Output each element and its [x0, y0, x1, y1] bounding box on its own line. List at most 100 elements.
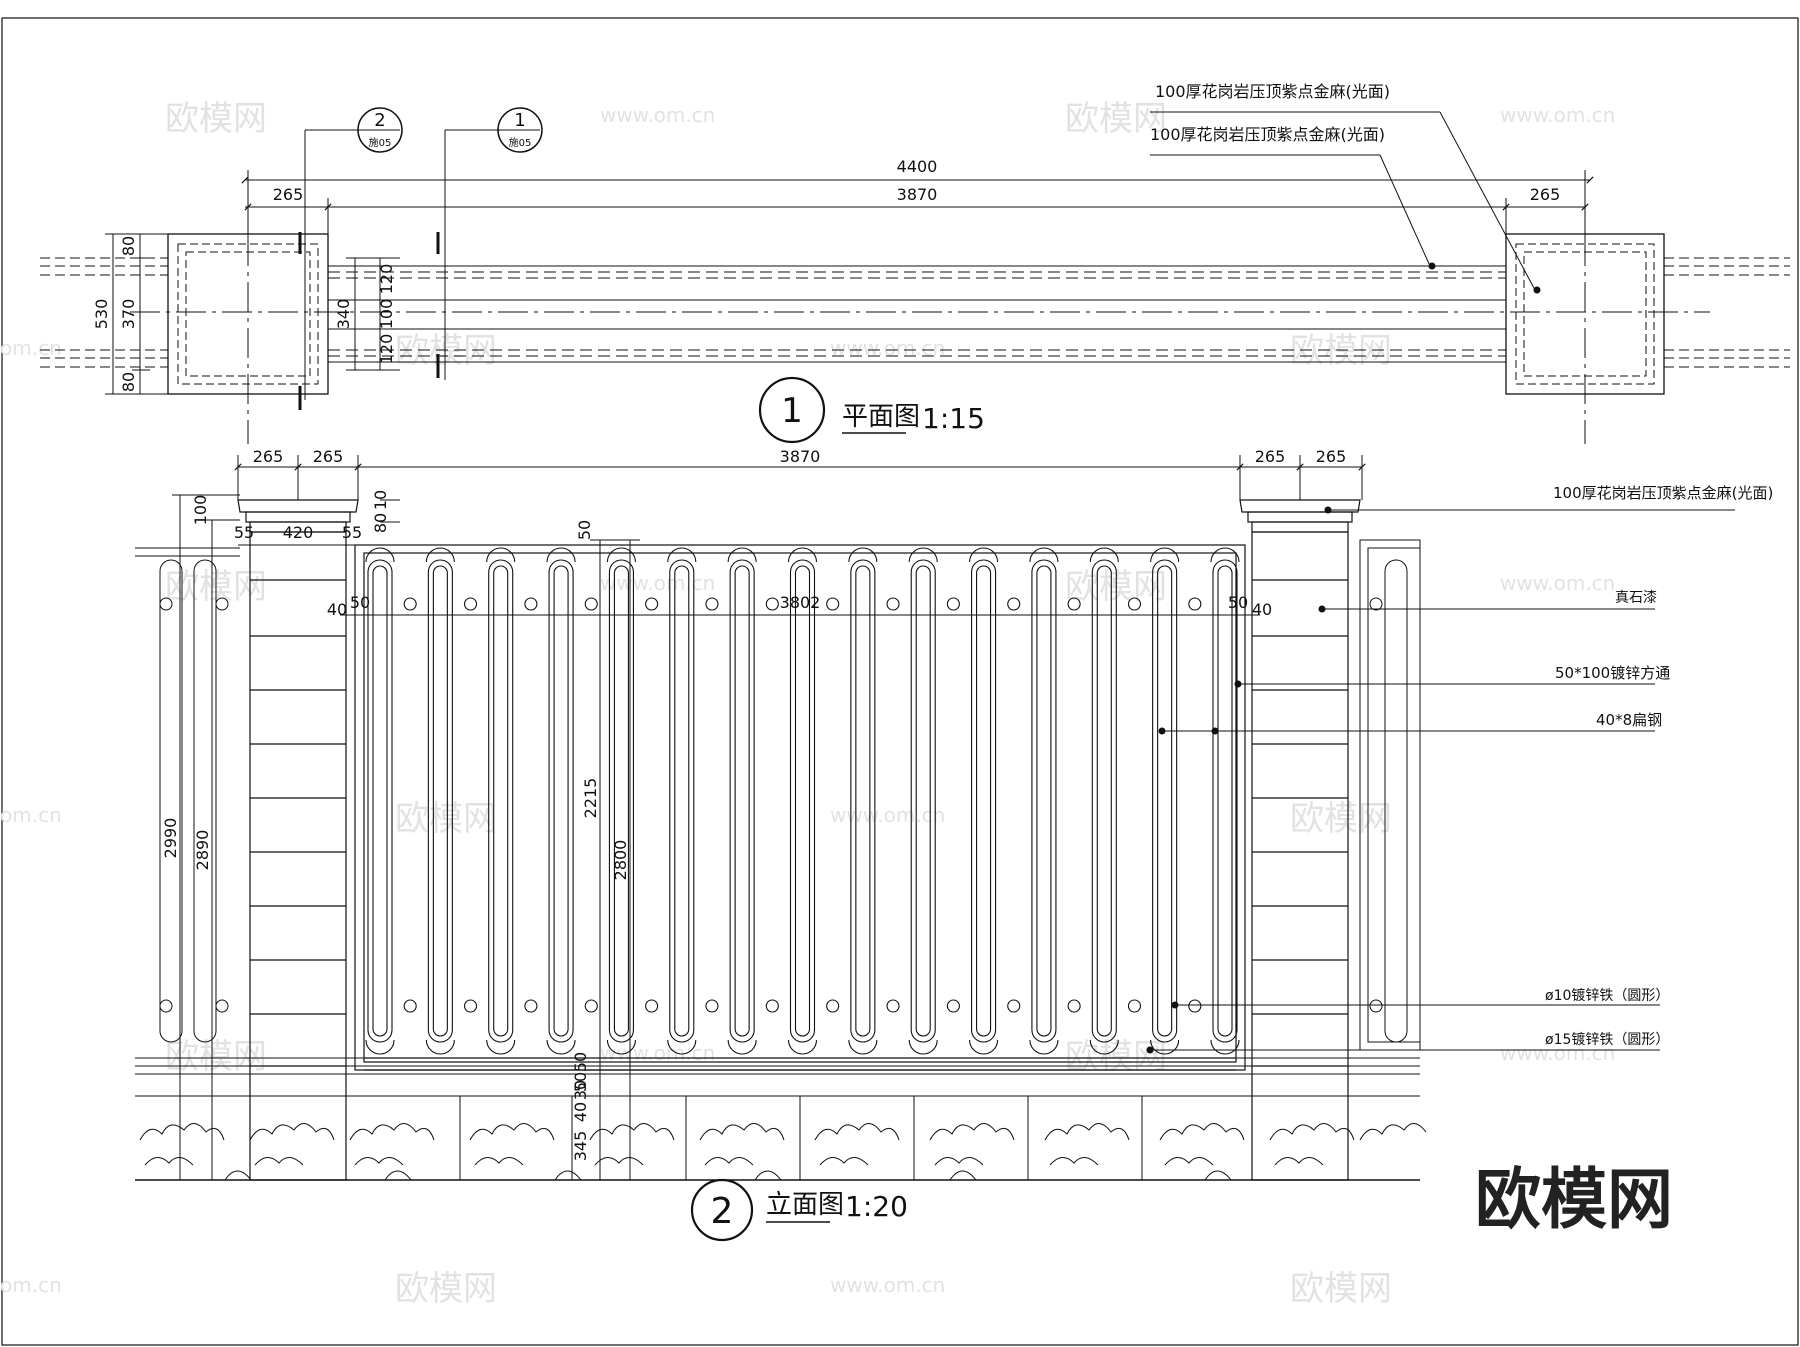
plan-dim-wall-mid: 100: [377, 299, 396, 330]
plan-dim-depth-total: 530: [92, 299, 111, 330]
fence-bar-inner: [674, 565, 690, 1037]
plan-dim-wall-bottom: 120: [377, 334, 396, 365]
fence-bar-bottom-arch: [969, 1039, 999, 1055]
watermark-layer: 欧模网 www.om.cn 欧模网 www.om.cn 欧模网 www.om.c…: [0, 99, 1615, 1309]
fence-ring-upper: [645, 597, 659, 611]
elev-note-ring-15: ø15镀锌铁（圆形）: [1545, 1031, 1669, 1048]
plan-note-1: 100厚花岗岩压顶紫点金麻(光面): [1155, 82, 1390, 101]
section-ref-sheet: 施05: [369, 136, 392, 149]
fence-bar-top-arch: [486, 547, 516, 563]
fence-bar: [367, 559, 393, 1043]
fence-ring-upper: [1007, 597, 1021, 611]
fence-ring-upper: [403, 597, 417, 611]
fence-bar-top-arch: [1210, 547, 1240, 563]
fence-ring-upper: [584, 597, 598, 611]
plan-view: [40, 107, 1790, 444]
fence-ring-lower: [524, 999, 538, 1013]
fence-bar-inner: [794, 565, 811, 1037]
fence-ring-upper: [765, 597, 779, 611]
fence-bar-bottom-arch: [1089, 1039, 1119, 1055]
elevation-dim-lines: [172, 455, 1362, 1181]
elev-dim: 50: [1228, 593, 1248, 612]
fence-bar-inner: [734, 565, 750, 1037]
elevation-fence-frame: [354, 544, 1246, 1071]
fence-ring-lower: [765, 999, 779, 1013]
elev-dim: 50: [575, 520, 594, 540]
elevation-shrubs: [139, 1123, 1427, 1181]
fence-ring-lower: [826, 999, 840, 1013]
fence-bar-bottom-arch: [1150, 1039, 1180, 1055]
elev-dim: 40: [571, 1102, 590, 1122]
fence-ring-lower: [1067, 999, 1081, 1013]
elevation-labels: 265 265 3870 265 265 420 55 55 100 80 10…: [161, 447, 1773, 1232]
plan-dim-wall-top: 120: [377, 264, 396, 295]
fence-bar: [548, 559, 574, 1043]
plan-note-2: 100厚花岗岩压顶紫点金麻(光面): [1150, 125, 1385, 144]
elev-dim: 265: [1255, 447, 1286, 466]
plan-title-badge: [758, 376, 826, 444]
watermark-brand: 欧模网: [1290, 1269, 1392, 1309]
elev-dim: 2800: [611, 840, 630, 881]
elev-dim: 40: [327, 600, 347, 619]
fence-bar-bottom-arch: [667, 1039, 697, 1055]
fence-ring-lower: [645, 999, 659, 1013]
elev-dim: 55: [234, 523, 254, 542]
elev-dim: 40: [1252, 600, 1272, 619]
elevation-left-pier: [237, 499, 359, 1181]
fence-bar-top-arch: [667, 547, 697, 563]
elev-dim: 50: [571, 1072, 590, 1092]
elev-dim: 30: [571, 1080, 590, 1100]
section-ref-number: 1: [514, 110, 525, 131]
plan-dim-lines: [105, 170, 1594, 395]
elev-dim: 2990: [161, 818, 180, 859]
fence-bar-inner: [1096, 565, 1112, 1037]
fence-bar-top-arch: [365, 547, 395, 563]
fence-bar-inner: [372, 565, 388, 1037]
fence-bar: [1152, 559, 1178, 1043]
fence-ring-lower: [1127, 999, 1142, 1013]
fence-ring-upper: [886, 597, 900, 611]
plan-note-leaders: [1150, 111, 1541, 294]
watermark-site: www.om.cn: [600, 571, 715, 595]
section-ref-sheet: 施05: [509, 136, 532, 149]
watermark-brand: 欧模网: [1290, 331, 1392, 371]
fence-ring-upper: [1067, 597, 1081, 611]
fence-bar: [1091, 559, 1117, 1043]
elev-dim: 55: [342, 523, 362, 542]
elevation-fence-bars: [365, 547, 1240, 1055]
watermark-site: www.om.cn: [830, 803, 945, 827]
fence-bar: [1212, 559, 1238, 1043]
fence-bar: [850, 559, 876, 1043]
elev-dim: 265: [313, 447, 344, 466]
fence-ring-lower: [463, 999, 478, 1013]
watermark-site: www.om.cn: [1500, 103, 1615, 127]
plan-section-cuts: [298, 232, 440, 410]
elev-dim: 420: [283, 523, 314, 542]
section-ref-circle: [357, 107, 403, 153]
fence-bar-top-arch: [425, 547, 455, 563]
watermark-brand: 欧模网: [1065, 99, 1167, 139]
elevation-right-pier: [1239, 499, 1361, 1181]
fence-bar-top-arch: [546, 547, 576, 563]
section-ref-number: 2: [374, 110, 385, 131]
fence-bar-top-arch: [606, 547, 636, 563]
fence-bar-top-arch: [1089, 547, 1119, 563]
fence-bar-bottom-arch: [727, 1039, 757, 1055]
fence-bar-inner: [553, 565, 569, 1037]
plan-badge-number: 1: [781, 391, 803, 431]
elev-dim: 50: [350, 593, 370, 612]
elev-dim: 2215: [581, 778, 600, 819]
plan-title: 平面图: [842, 402, 920, 432]
fence-bar-bottom-arch: [546, 1039, 576, 1055]
fence-ring-lower: [403, 999, 417, 1013]
watermark-site-short: om.cn: [0, 336, 62, 360]
watermark-brand: 欧模网: [395, 799, 497, 839]
elevation-scale: 1:20: [845, 1190, 908, 1223]
elev-dim: 10: [371, 490, 390, 510]
fence-ring-upper: [705, 597, 719, 611]
fence-bar-inner: [1036, 565, 1052, 1037]
elev-dim: 3870: [780, 447, 821, 466]
watermark-site: www.om.cn: [600, 103, 715, 127]
plan-dim-wall-total: 340: [334, 299, 353, 330]
